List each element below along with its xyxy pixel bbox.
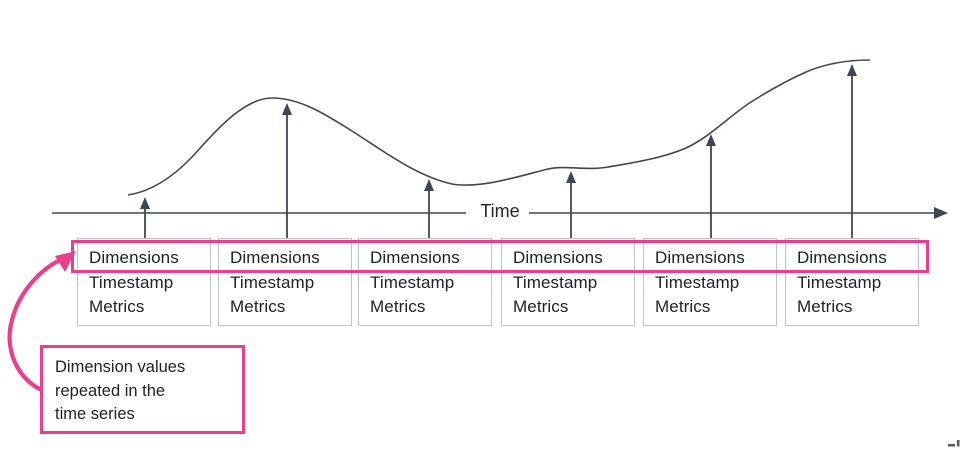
time-series-curve: [127, 59, 871, 196]
record-5-metrics-field: Metrics: [655, 297, 711, 316]
record-box-5: Dimensions Timestamp Metrics: [643, 238, 777, 326]
record-1-dimensions-field: Dimensions: [89, 248, 179, 267]
sample-arrow-3: [424, 179, 434, 239]
record-box-4: Dimensions Timestamp Metrics: [501, 238, 635, 326]
record-3-metrics-field: Metrics: [370, 297, 426, 316]
sample-arrow-2-head-icon: [282, 103, 292, 115]
annotation-arrow-head-icon: [55, 251, 76, 272]
record-box-6: Dimensions Timestamp Metrics: [785, 238, 919, 326]
sample-arrow-6-head-icon: [847, 64, 857, 76]
record-2-metrics-field: Metrics: [230, 297, 286, 316]
record-2-timestamp-field: Timestamp: [230, 272, 315, 292]
record-4-timestamp-field: Timestamp: [513, 272, 598, 292]
annotation-arrow-curve: [7, 257, 63, 395]
sample-arrow-5: [706, 134, 716, 239]
record-box-1: Dimensions Timestamp Metrics: [77, 238, 211, 326]
sample-arrow-5-head-icon: [706, 134, 716, 146]
record-4-metrics-field: Metrics: [513, 297, 569, 316]
sample-arrow-1-head-icon: [140, 197, 150, 209]
record-6-dimensions-field: Dimensions: [797, 248, 887, 267]
record-1-metrics-field: Metrics: [89, 297, 145, 316]
annotation-text-line-3: time series: [55, 405, 135, 423]
sample-arrow-6: [847, 64, 857, 239]
sample-arrow-4: [566, 171, 576, 239]
record-1-timestamp-field: Timestamp: [89, 272, 174, 292]
record-3-dimensions-field: Dimensions: [370, 248, 460, 267]
annotation-box: Dimension values repeated in the time se…: [40, 345, 245, 434]
record-box-2: Dimensions Timestamp Metrics: [218, 238, 352, 326]
record-2-dimensions-field: Dimensions: [230, 248, 320, 267]
record-6-metrics-field: Metrics: [797, 297, 853, 316]
record-5-dimensions-field: Dimensions: [655, 248, 745, 267]
record-4-dimensions-field: Dimensions: [513, 248, 603, 267]
record-6-timestamp-field: Timestamp: [797, 272, 882, 292]
annotation-text-line-1: Dimension values: [55, 358, 186, 376]
time-axis-label: Time: [480, 201, 520, 221]
sample-arrow-3-head-icon: [424, 179, 434, 191]
record-3-timestamp-field: Timestamp: [370, 272, 455, 292]
cropped-watermark-artifact: [948, 440, 960, 447]
sample-arrow-2: [282, 103, 292, 239]
sample-arrow-4-head-icon: [566, 171, 576, 183]
record-box-3: Dimensions Timestamp Metrics: [358, 238, 492, 326]
time-axis-arrowhead-icon: [934, 207, 948, 219]
record-5-timestamp-field: Timestamp: [655, 272, 740, 292]
sample-arrow-1: [140, 197, 150, 239]
annotation-text-line-2: repeated in the: [55, 381, 166, 400]
